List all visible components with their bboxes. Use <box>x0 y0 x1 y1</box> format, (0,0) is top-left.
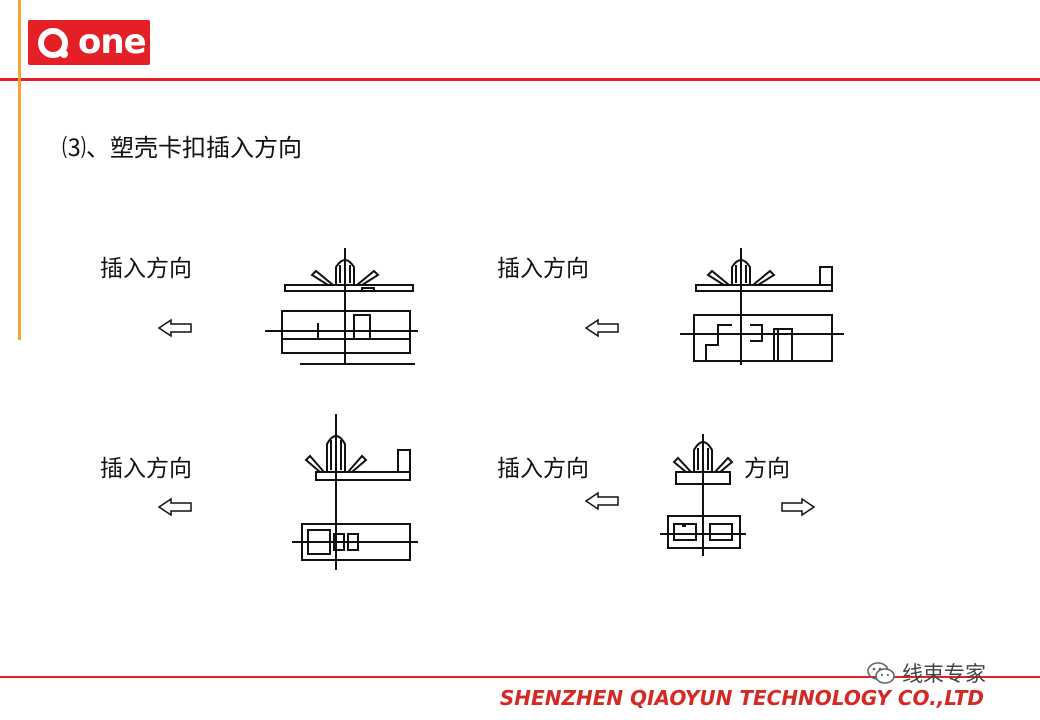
wechat-icon <box>867 662 895 684</box>
header-rule <box>0 78 1040 81</box>
side-accent-bar <box>18 0 21 340</box>
left-arrow-icon <box>584 318 619 338</box>
clip-diagram-1 <box>265 248 418 365</box>
left-arrow-icon <box>584 491 619 511</box>
diagram-4-label-right: 方向 <box>744 456 790 482</box>
watermark-text: 线束专家 <box>902 662 986 686</box>
left-arrow-icon <box>157 497 192 517</box>
diagram-4-label: 插入方向 <box>497 456 589 482</box>
logo-text: one <box>78 22 147 62</box>
diagram-2-label: 插入方向 <box>497 256 589 282</box>
footer-company: SHENZHEN QIAOYUN TECHNOLOGY CO.,LTD <box>499 686 984 710</box>
right-arrow-icon <box>781 497 816 517</box>
diagram-3-label: 插入方向 <box>100 456 192 482</box>
page-heading: ⑶、塑壳卡扣插入方向 <box>62 134 302 162</box>
clip-diagram-2 <box>680 248 844 365</box>
company-logo: one <box>28 20 150 65</box>
logo-q-icon <box>38 28 68 58</box>
left-arrow-icon <box>157 318 192 338</box>
clip-diagram-3 <box>292 414 418 570</box>
clip-diagram-4 <box>660 434 746 556</box>
footer-rule <box>0 676 1040 678</box>
diagram-1-label: 插入方向 <box>100 256 192 282</box>
watermark: 线束专家 <box>866 658 986 688</box>
